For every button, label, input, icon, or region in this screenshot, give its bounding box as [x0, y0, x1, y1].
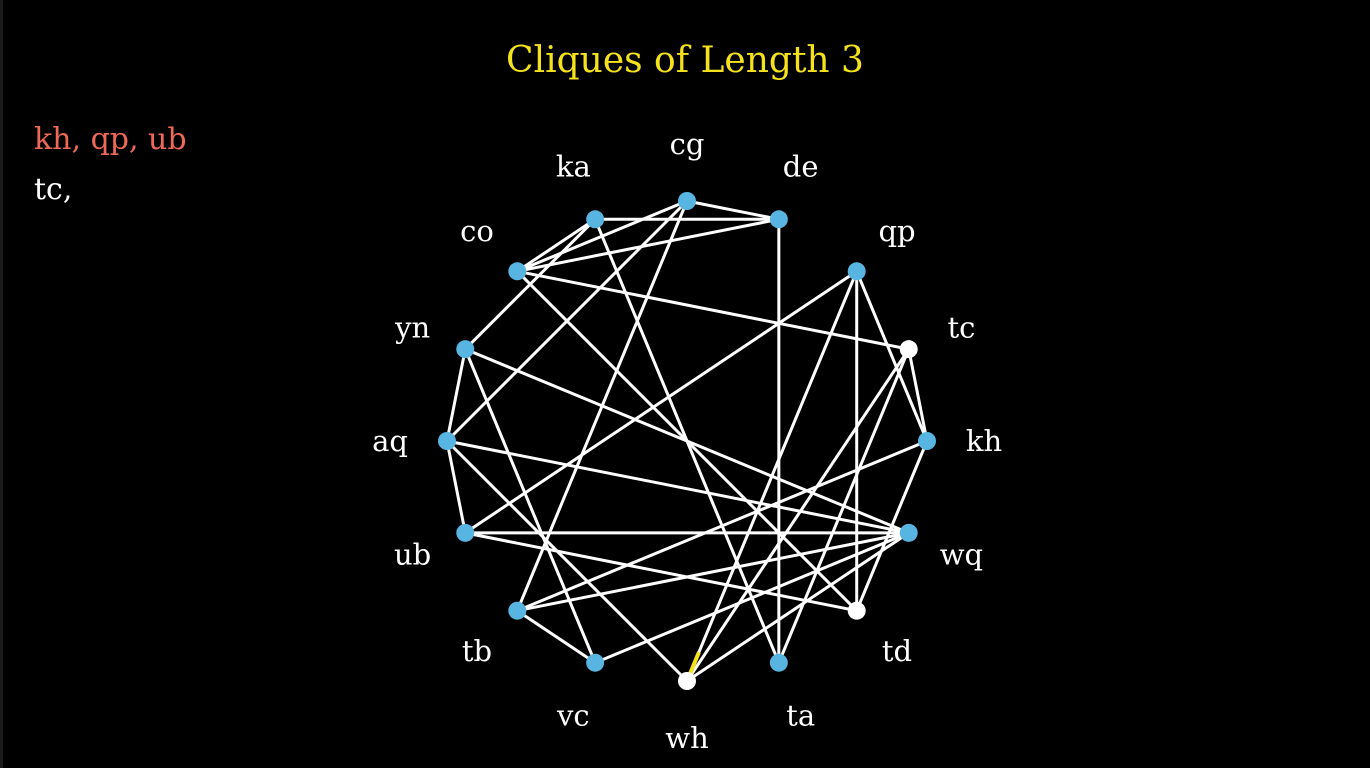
node-label-td: td — [882, 634, 912, 668]
page-title: Cliques of Length 3 — [506, 40, 864, 81]
edge-ka-co — [516, 218, 596, 273]
node-wh — [678, 672, 696, 690]
node-label-ka: ka — [556, 150, 591, 184]
edge-kh-tb — [516, 439, 928, 613]
node-ub — [456, 523, 475, 542]
edge-qp-ub — [464, 270, 858, 535]
edge-yn-aq — [445, 348, 467, 442]
edge-co-tc — [517, 269, 910, 351]
current-partial-text: tc, — [34, 172, 73, 207]
edge-cg-de — [686, 199, 780, 221]
edge-qp-kh — [855, 270, 929, 442]
edge-wh-aq — [445, 439, 689, 683]
node-ta — [769, 653, 788, 672]
node-label-ub: ub — [394, 538, 431, 572]
node-label-yn: yn — [394, 310, 430, 344]
node-label-wq: wq — [940, 538, 983, 572]
edge-yn-wq — [464, 347, 910, 535]
node-label-qp: qp — [878, 214, 915, 248]
left-edge-divider — [0, 0, 3, 768]
node-de — [769, 210, 788, 229]
edge-de-co — [517, 217, 780, 273]
node-label-cg: cg — [670, 127, 705, 161]
found-cliques-text: kh, qp, ub — [34, 122, 187, 157]
node-aq — [438, 432, 456, 450]
edge-aq-ub — [445, 440, 467, 534]
node-co — [508, 262, 527, 281]
edge-tb-wq — [517, 531, 910, 613]
node-label-kh: kh — [966, 424, 1002, 458]
node-wq — [899, 523, 918, 542]
edge-aq-wq — [446, 439, 910, 535]
node-tb — [508, 601, 527, 620]
node-label-tb: tb — [462, 634, 492, 668]
node-label-tc: tc — [947, 310, 975, 344]
edge-tc-kh — [907, 348, 929, 442]
node-qp — [847, 262, 866, 281]
node-ka — [586, 210, 605, 229]
edge-cg-co — [516, 199, 688, 273]
node-label-de: de — [783, 150, 819, 184]
node-cg — [678, 192, 696, 210]
node-label-aq: aq — [372, 424, 408, 458]
node-label-ta: ta — [786, 698, 815, 732]
edge-tb-vc — [516, 609, 596, 664]
edge-yn-vc — [463, 348, 597, 664]
node-vc — [586, 653, 605, 672]
node-label-co: co — [460, 214, 494, 248]
edges-layer — [445, 199, 929, 683]
node-label-wh: wh — [665, 721, 709, 755]
node-label-vc: vc — [556, 698, 590, 732]
nodes-layer — [438, 192, 936, 690]
edge-tc-wh — [685, 348, 910, 682]
node-yn — [456, 340, 475, 359]
edge-wh-wq — [686, 531, 910, 683]
node-kh — [918, 432, 936, 450]
labels-layer: cg de qp tc kh wq td ta wh vc tb ub aq yn co ka — [372, 127, 1002, 755]
node-td — [847, 601, 866, 620]
node-tc — [899, 340, 918, 359]
edge-ub-td — [464, 531, 857, 613]
